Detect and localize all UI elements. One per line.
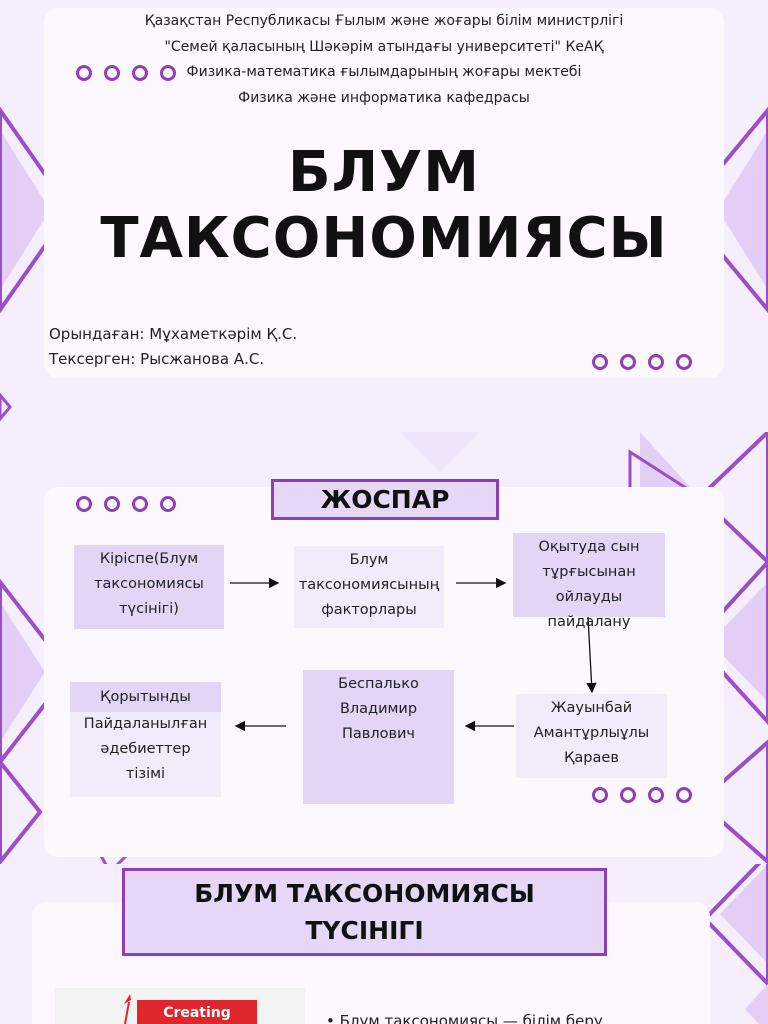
presentation-title: БЛУМ ТАКСОНОМИЯСЫ (44, 140, 724, 272)
circle-icon (160, 496, 176, 512)
circle-icon (648, 354, 664, 370)
decorative-dots-bottom-right (592, 354, 692, 370)
credits: Орындаған: Мұхаметкәрім Қ.С. Тексерген: … (49, 322, 297, 372)
pyramid-up-arrow (124, 994, 131, 1024)
circle-icon (648, 787, 664, 803)
slide1-background-decoration (0, 106, 768, 422)
plan-item-intro: Кіріспе(Блум таксономиясы түсінігі) (74, 545, 224, 629)
plan-item-conclusion: Қорытынды Пайдаланылған әдебиеттер тізім… (70, 682, 221, 797)
circle-icon (676, 787, 692, 803)
decorative-dots-top-left (76, 496, 176, 512)
ministry-line: Қазақстан Республикасы Ғылым және жоғары… (144, 13, 624, 29)
circle-icon (592, 787, 608, 803)
decorative-dots-bottom-right (592, 787, 692, 803)
title-card (44, 8, 724, 378)
bullet-text: Блум таксономиясы — білім беру (339, 1012, 603, 1024)
concept-title-line-1: БЛУМ ТАКСОНОМИЯСЫ (194, 879, 535, 908)
department-line: Физика және информатика кафедрасы (238, 89, 530, 106)
circle-icon (592, 354, 608, 370)
circle-icon (676, 354, 692, 370)
decorative-dots-top-left (76, 65, 176, 81)
checker-label: Тексерген: Рысжанова А.С. (49, 350, 265, 368)
concept-bullet: • Блум таксономиясы — білім беру (326, 1012, 603, 1024)
performer-label: Орындаған: Мұхаметкәрім Қ.С. (49, 325, 298, 343)
circle-icon (160, 65, 176, 81)
circle-icon (620, 354, 636, 370)
concept-title-line-2: ТҮСІНІГІ (305, 916, 424, 945)
slide-title: Қазақстан Республикасы Ғылым және жоғары… (0, 0, 768, 432)
arrow-down-icon (586, 616, 597, 694)
conclusion-label: Қорытынды (100, 689, 191, 705)
pyramid-level-creating: Creating (137, 1000, 257, 1024)
slide3-background-decoration (702, 864, 768, 1024)
university-line: "Семей қаласының Шәкәрім атындағы универ… (164, 38, 604, 55)
circle-icon (132, 65, 148, 81)
concept-title: БЛУМ ТАКСОНОМИЯСЫ ТҮСІНІГІ (122, 868, 607, 956)
circle-icon (76, 65, 92, 81)
school-line: Физика-математика ғылымдарының жоғары ме… (186, 64, 582, 80)
references-label: Пайдаланылған әдебиеттер тізімі (70, 712, 221, 797)
title-line-2: ТАКСОНОМИЯСЫ (100, 206, 668, 271)
circle-icon (104, 496, 120, 512)
plan-item-factors: Блум таксономиясының факторлары (294, 546, 444, 628)
bullet-dot-icon: • (326, 1012, 335, 1024)
circle-icon (76, 496, 92, 512)
arrow-up-icon (124, 994, 131, 1004)
slide-plan: ЖОСПАР Кіріспе(Блум таксономиясы түсініг… (0, 432, 768, 864)
institution-header: Қазақстан Республикасы Ғылым және жоғары… (44, 9, 724, 111)
plan-item-critical-thinking: Оқытуда сын тұрғысынан ойлауды пайдалану (513, 533, 665, 630)
plan-item-bespalko: Беспалько Владимир Павлович (303, 670, 454, 804)
title-line-1: БЛУМ (287, 140, 481, 205)
circle-icon (620, 787, 636, 803)
circle-icon (104, 65, 120, 81)
plan-title: ЖОСПАР (271, 479, 499, 520)
plan-flow-arrows (230, 577, 597, 732)
slide-concept: БЛУМ ТАКСОНОМИЯСЫ ТҮСІНІГІ Creating • Бл… (0, 864, 768, 1024)
circle-icon (132, 496, 148, 512)
plan-item-zhauynbai: Жауынбай Амантұрлыұлы Қараев (516, 694, 667, 778)
